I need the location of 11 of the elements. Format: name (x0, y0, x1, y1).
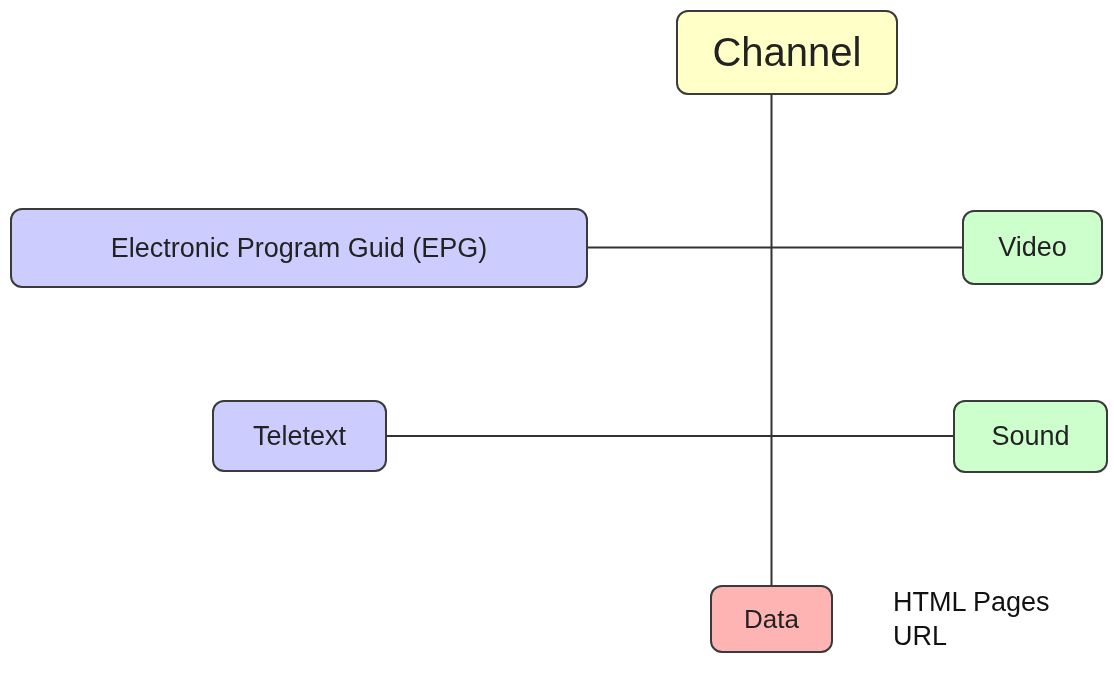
connector-line (386, 435, 954, 437)
channel-box: Channel (676, 10, 898, 95)
component-box: Video (962, 210, 1103, 285)
component-box: Teletext (212, 400, 387, 472)
connector-line (770, 94, 773, 586)
note-text: URL (893, 620, 947, 653)
connector-line (587, 246, 963, 249)
component-box: Sound (953, 400, 1108, 473)
data-box: Data (710, 585, 833, 653)
note-text: HTML Pages (893, 586, 1050, 619)
component-box: Electronic Program Guid (EPG) (10, 208, 588, 288)
